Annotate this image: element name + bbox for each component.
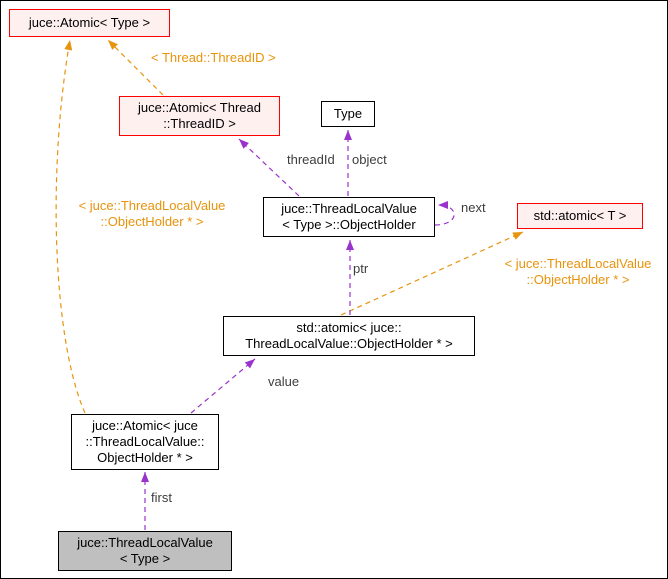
edge-label-ptr: ptr — [353, 261, 369, 276]
edge-label-template-objectholder-left: < juce::ThreadLocalValue ::ObjectHolder … — [65, 198, 239, 230]
edge-member-value — [190, 358, 256, 414]
node-label-line: std::atomic< juce:: — [296, 320, 402, 335]
node-juce-atomic-thread-threadid[interactable]: juce::Atomic< Thread ::ThreadID > — [119, 96, 280, 136]
edge-label-first: first — [151, 490, 172, 505]
template-label-line: ::ObjectHolder * > — [526, 272, 630, 287]
edge-template-thread-id — [107, 39, 164, 96]
node-label: juce::Atomic< Type > — [28, 15, 151, 30]
node-label-line: ObjectHolder * > — [97, 450, 193, 465]
node-label-line: juce::ThreadLocalValue — [281, 201, 417, 216]
node-juce-atomic-type[interactable]: juce::Atomic< Type > — [9, 9, 170, 37]
edge-label-object: object — [352, 152, 387, 167]
node-label-line: ::ThreadID > — [163, 116, 236, 131]
edge-member-threadid — [238, 138, 300, 197]
template-label-line: < juce::ThreadLocalValue — [78, 198, 226, 213]
edge-template-objectholder-right — [340, 231, 524, 316]
edge-member-next-selfloop — [434, 201, 455, 226]
template-label-line: < juce::ThreadLocalValue — [504, 256, 652, 271]
node-label-line: juce::Atomic< Thread — [138, 100, 261, 115]
node-label-line: ::ThreadLocalValue:: — [85, 434, 205, 449]
node-label: std::atomic< T > — [533, 208, 627, 223]
node-label-line: juce::ThreadLocalValue — [77, 535, 213, 550]
edge-label-template-thread-id: < Thread::ThreadID > — [151, 50, 276, 65]
node-label-line: < Type > — [119, 551, 171, 566]
node-type[interactable]: Type — [321, 101, 375, 127]
node-threadlocalvalue-objectholder[interactable]: juce::ThreadLocalValue < Type >::ObjectH… — [263, 197, 435, 237]
node-label-line: juce::Atomic< juce — [92, 418, 198, 433]
node-juce-threadlocalvalue[interactable]: juce::ThreadLocalValue < Type > — [58, 531, 232, 571]
template-label-line: ::ObjectHolder * > — [100, 214, 204, 229]
node-label: Type — [333, 106, 363, 121]
node-juce-atomic-objectholder-ptr[interactable]: juce::Atomic< juce ::ThreadLocalValue:: … — [71, 414, 219, 470]
node-std-atomic-t[interactable]: std::atomic< T > — [517, 203, 643, 229]
node-std-atomic-objectholder-ptr[interactable]: std::atomic< juce:: ThreadLocalValue::Ob… — [223, 316, 475, 356]
edge-label-value: value — [268, 374, 300, 389]
node-label-line: ThreadLocalValue::ObjectHolder * > — [245, 336, 453, 351]
edge-label-threadid: threadId — [287, 152, 335, 167]
edge-label-template-objectholder-right: < juce::ThreadLocalValue ::ObjectHolder … — [491, 256, 665, 288]
edge-label-next: next — [461, 200, 486, 215]
node-label-line: < Type >::ObjectHolder — [282, 217, 416, 232]
